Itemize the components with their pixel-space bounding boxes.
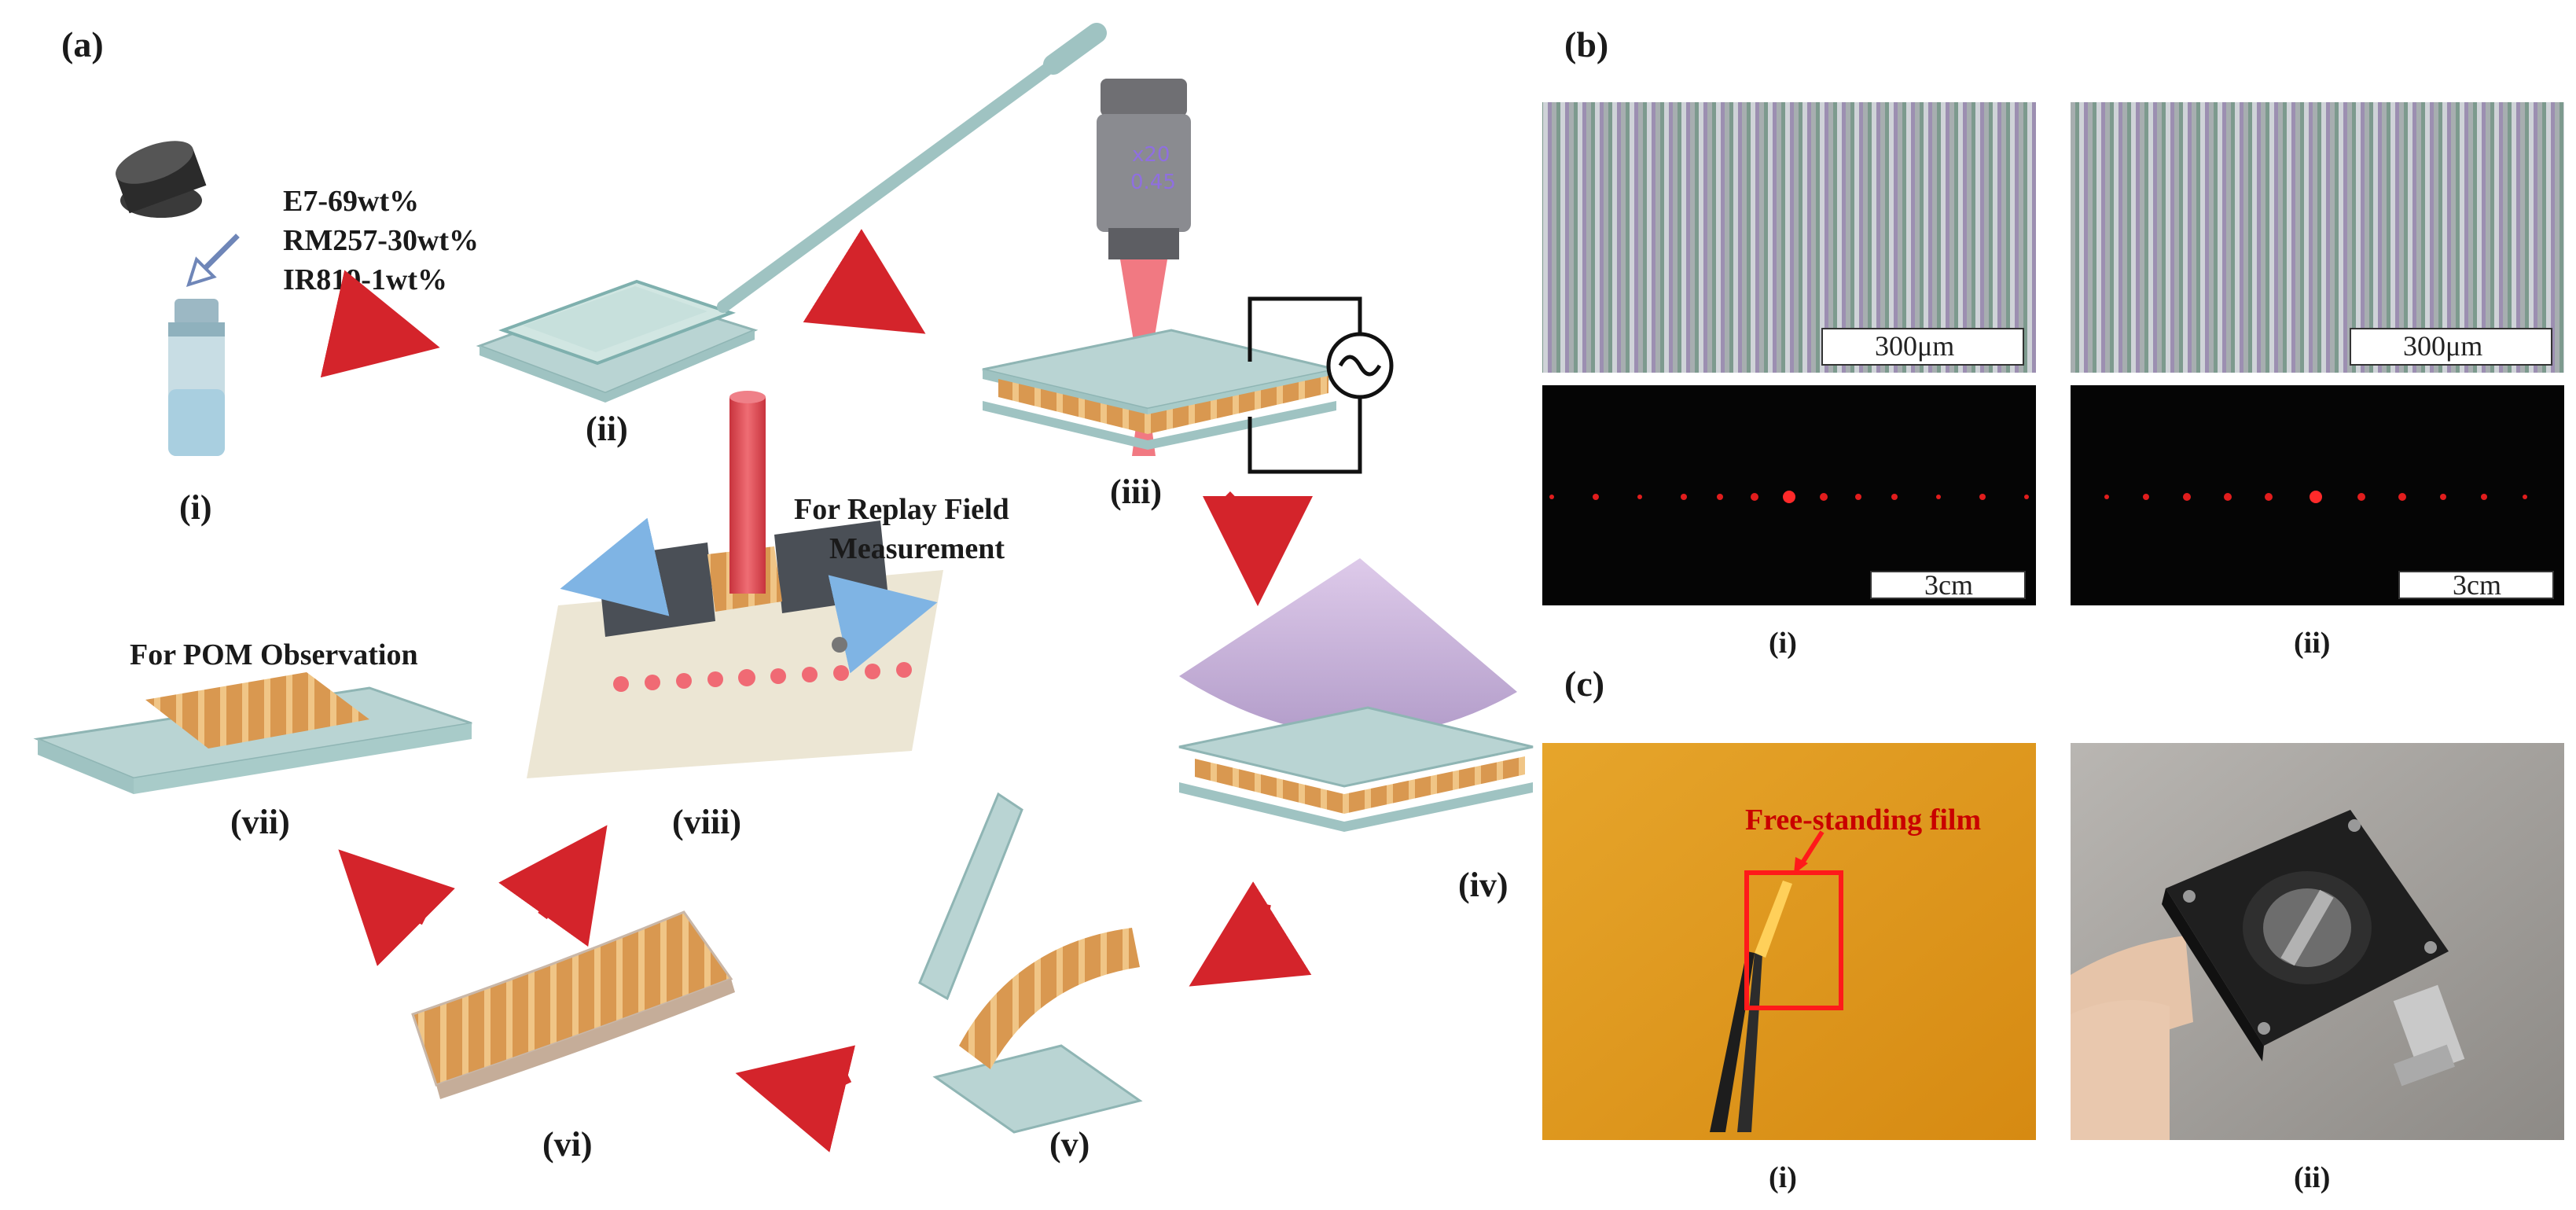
process-arrow-icon <box>498 825 608 947</box>
film-pointer-arrow <box>1798 830 1825 868</box>
step-iii-group: x20 0.45 (iii) <box>982 79 1394 511</box>
caption-c-ii: (ii) <box>2294 1161 2330 1194</box>
process-arrow-icon <box>338 849 455 966</box>
step-label-iv: (iv) <box>1458 866 1508 904</box>
step-label-v: (v) <box>1049 1125 1090 1164</box>
process-arrow-icon <box>803 229 926 334</box>
process-arrow-icon <box>735 1045 856 1153</box>
step-i-group: E7-69wt% RM257-30wt% IR819-1wt% (i) <box>116 141 479 527</box>
objective-na-text: 0.45 <box>1130 171 1176 194</box>
step-viii-group: For Replay Field Measurement (viii) <box>527 391 1009 841</box>
scalebar-box-micro-i <box>1821 328 2024 366</box>
farfield-spots-ii <box>2104 491 2527 503</box>
panel-label-a: (a) <box>61 24 104 64</box>
free-standing-film <box>1755 881 1792 958</box>
farfield-spots-i <box>1549 491 2029 503</box>
panel-label-c: (c) <box>1564 664 1604 704</box>
caption-b-ii: (ii) <box>2294 627 2330 660</box>
replay-label-line-2: Measurement <box>829 532 1005 565</box>
composition-line-2: RM257-30wt% <box>283 224 479 257</box>
step-label-vi: (vi) <box>542 1125 593 1164</box>
step-vi-group: (vi) <box>411 910 735 1164</box>
film-label: Free-standing film <box>1745 804 1981 837</box>
composition-line-3: IR819-1wt% <box>283 263 447 296</box>
step-ii-group: (ii) <box>476 23 1107 448</box>
scalebar-box-far-i <box>1870 571 2026 599</box>
composition-line-1: E7-69wt% <box>283 185 419 218</box>
scalebar-text-micro-ii: 300μm <box>2403 330 2482 362</box>
hollow-arrow-icon <box>186 234 240 288</box>
panel-b: 300μm 300μm 3cm <box>1542 102 2564 660</box>
step-label-vii: (vii) <box>230 803 290 841</box>
panel-label-b: (b) <box>1564 24 1608 64</box>
highlight-frame <box>1744 870 1843 1010</box>
scalebar-text-far-ii: 3cm <box>2453 569 2501 601</box>
pom-observation-label: For POM Observation <box>130 638 418 671</box>
scalebar-text-far-i: 3cm <box>1924 569 1973 601</box>
step-label-i: (i) <box>179 488 212 527</box>
step-vii-group: For POM Observation (vii) <box>33 638 472 841</box>
scalebar-text-micro-i: 300μm <box>1875 330 1954 362</box>
micrograph-i <box>1542 102 2036 373</box>
caption-c-i: (i) <box>1769 1161 1797 1194</box>
vial-icon <box>168 299 225 456</box>
objective-lens-icon: x20 0.45 <box>1097 79 1191 259</box>
step-label-iii: (iii) <box>1110 473 1162 511</box>
process-arrow-icon <box>320 270 440 378</box>
step-v-group: (v) <box>918 792 1143 1164</box>
spatula-icon <box>717 23 1107 313</box>
cap-icon <box>116 141 207 218</box>
tweezers-icon <box>1710 951 1762 1132</box>
ac-source-icon <box>1248 296 1394 474</box>
micrograph-ii <box>2071 102 2564 373</box>
scalebar-box-micro-ii <box>2350 328 2552 366</box>
replay-label-line-1: For Replay Field <box>794 493 1009 526</box>
caption-b-i: (i) <box>1769 627 1797 660</box>
stretch-arrow-left <box>560 517 670 616</box>
step-iv-group: (iv) <box>1178 558 1534 904</box>
objective-mag-text: x20 <box>1132 143 1170 167</box>
scalebar-box-far-ii <box>2398 571 2554 599</box>
photo-film <box>1542 743 2036 1140</box>
panel-c: Free-standing film (i) (ii) <box>1542 743 2564 1194</box>
process-arrow-icon <box>1202 491 1313 606</box>
step-label-viii: (viii) <box>672 803 741 841</box>
process-arrow-icon <box>1189 881 1312 987</box>
step-label-ii: (ii) <box>586 410 628 448</box>
stretch-arrow-right <box>828 575 938 674</box>
